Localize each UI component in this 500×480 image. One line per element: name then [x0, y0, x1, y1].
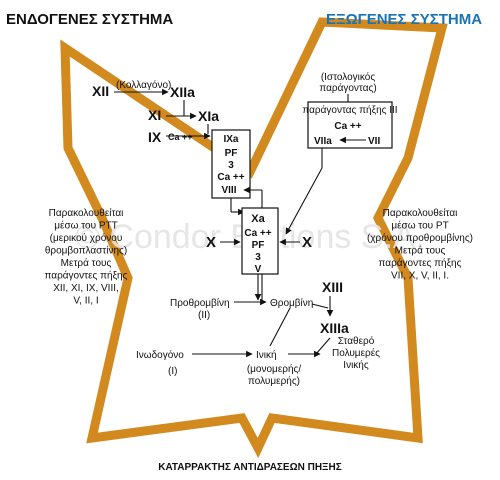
factor-xi-label: XI	[148, 107, 161, 123]
factor-x-left: X	[206, 234, 216, 251]
ixa-complex-box	[211, 129, 251, 199]
factor-x-right: X	[302, 234, 312, 251]
factor-xia-label: XIa	[198, 108, 219, 124]
tissue-factor-line-1: (Ιστολογικός	[321, 71, 376, 83]
factor-iii-calcium: Ca ++	[334, 121, 361, 132]
xa-complex-box	[241, 207, 279, 275]
note-line: Μετρά τους	[61, 257, 112, 269]
ixa-calcium-label: Ca ++	[217, 172, 244, 183]
prothrombin-label: Προθρομβίνη	[170, 297, 230, 309]
ixa-three-label: 3	[228, 160, 234, 171]
note-line: μέσω του PTT	[54, 220, 117, 232]
stable-fibrin-line-3: Ινικής	[343, 359, 369, 371]
stable-fibrin-line-2: Πολυμερές	[332, 347, 380, 359]
stable-fibrin-line-1: Σταθερό	[338, 335, 375, 347]
extrinsic-system-title: ΕΞΩΓΕΝΕΣ ΣΥΣΤΗΜΑ	[326, 11, 482, 28]
note-line: VII, X, V, II, I.	[391, 271, 449, 282]
note-line: V, II, I	[73, 296, 98, 307]
line-xiiia-to-arrow	[315, 337, 331, 355]
xa-pf-label: PF	[252, 240, 265, 251]
note-line: παράγοντες πήξης	[45, 270, 128, 282]
arrow-viia-to-xa	[285, 167, 323, 235]
fibrin-sub-line-1: (μονομερής/	[247, 363, 302, 375]
xa-v-label: V	[255, 264, 262, 275]
factor-xiiia-label: XIIIa	[320, 320, 349, 336]
xa-calcium-label: Ca ++	[244, 228, 271, 239]
fibrin-label: Ινική	[256, 349, 277, 361]
factor-viia-label: VIIa	[314, 136, 332, 147]
note-line: παράγοντες πήξης	[379, 257, 462, 269]
note-line: Παρακολουθείται	[383, 207, 458, 219]
xa-three-label: 3	[255, 252, 261, 263]
factor-xiia-label: XIIa	[170, 84, 195, 100]
frame-outline	[60, 17, 448, 459]
line-thrombin-to-xiii	[311, 303, 329, 309]
ixa-label: IXa	[223, 134, 238, 145]
note-line: (χρόνου προθρομβίνης)	[367, 232, 473, 244]
fibrinogen-number: (I)	[168, 366, 177, 377]
xa-label: Xa	[251, 213, 265, 225]
factor-ix-label: IX	[148, 129, 162, 145]
fibrin-sub-line-2: πολυμερής)	[248, 375, 300, 387]
intrinsic-system-title: ΕΝΔΟΓΕΝΕΣ ΣΥΣΤΗΜΑ	[6, 11, 173, 28]
factor-iii-title: παράγοντας πήξης III	[302, 104, 397, 116]
note-line: Μετρά τους	[395, 245, 446, 257]
factor-xiii-label: XIII	[322, 279, 343, 295]
factor-xii-label: XII	[92, 83, 109, 99]
figure-caption: ΚΑΤΑΡΡΑΚΤΗΣ ΑΝΤΙΔΡΑΣΕΩΝ ΠΗΞΗΣ	[158, 462, 341, 473]
prothrombin-number: (II)	[198, 310, 210, 321]
note-line: XII, XI, IX, VIII,	[53, 283, 119, 294]
note-line: Παρακολουθείται	[49, 207, 124, 219]
fibrinogen-label: Ινωδογόνο	[136, 349, 184, 361]
note-line: (μερικού χρόνου	[50, 232, 123, 244]
ixa-pf-label: PF	[225, 148, 238, 159]
note-line: θρομβοπλαστίνης)	[45, 245, 127, 257]
collagen-label: (Κολλαγόνο)	[116, 79, 171, 91]
ixa-viii-label: VIII	[221, 185, 236, 196]
calcium-ix-label: Ca ++	[168, 132, 193, 142]
note-line: μέσω του PT	[391, 220, 448, 232]
factor-vii-label: VII	[368, 136, 380, 147]
thrombin-label: Θρομβίνη	[270, 297, 313, 309]
line-thrombin-to-fibrin	[269, 307, 291, 347]
tissue-factor-line-2: παράγοντας)	[319, 82, 376, 94]
